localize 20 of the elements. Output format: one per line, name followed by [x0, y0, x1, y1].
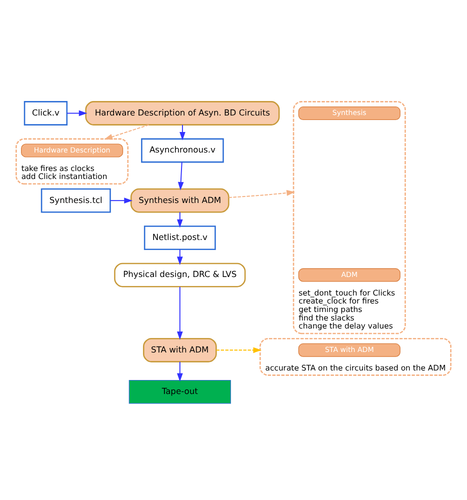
arrow [216, 347, 262, 354]
node-box: Click.v [24, 101, 68, 126]
node-box: Physical design, DRC & LVS [114, 262, 246, 288]
arrow [66, 110, 88, 116]
arrow [104, 124, 150, 140]
arrow [178, 162, 184, 190]
arrow [176, 212, 183, 228]
arrow [176, 248, 183, 265]
arrow [176, 361, 183, 382]
node-box: Tape-out [128, 380, 231, 404]
node-box: STA with ADM [142, 338, 217, 362]
node-box: Netlist.post.v [144, 226, 216, 250]
arrow [110, 198, 132, 204]
node-box: Asynchronous.v [141, 138, 224, 163]
node-box: Synthesis.tcl [40, 188, 111, 213]
arrow [176, 286, 183, 340]
node-box: Synthesis with ADM [130, 188, 230, 213]
arrow [228, 190, 295, 198]
node-box: Hardware Description of Asyn. BD Circuits [85, 101, 280, 126]
arrow [180, 124, 186, 140]
